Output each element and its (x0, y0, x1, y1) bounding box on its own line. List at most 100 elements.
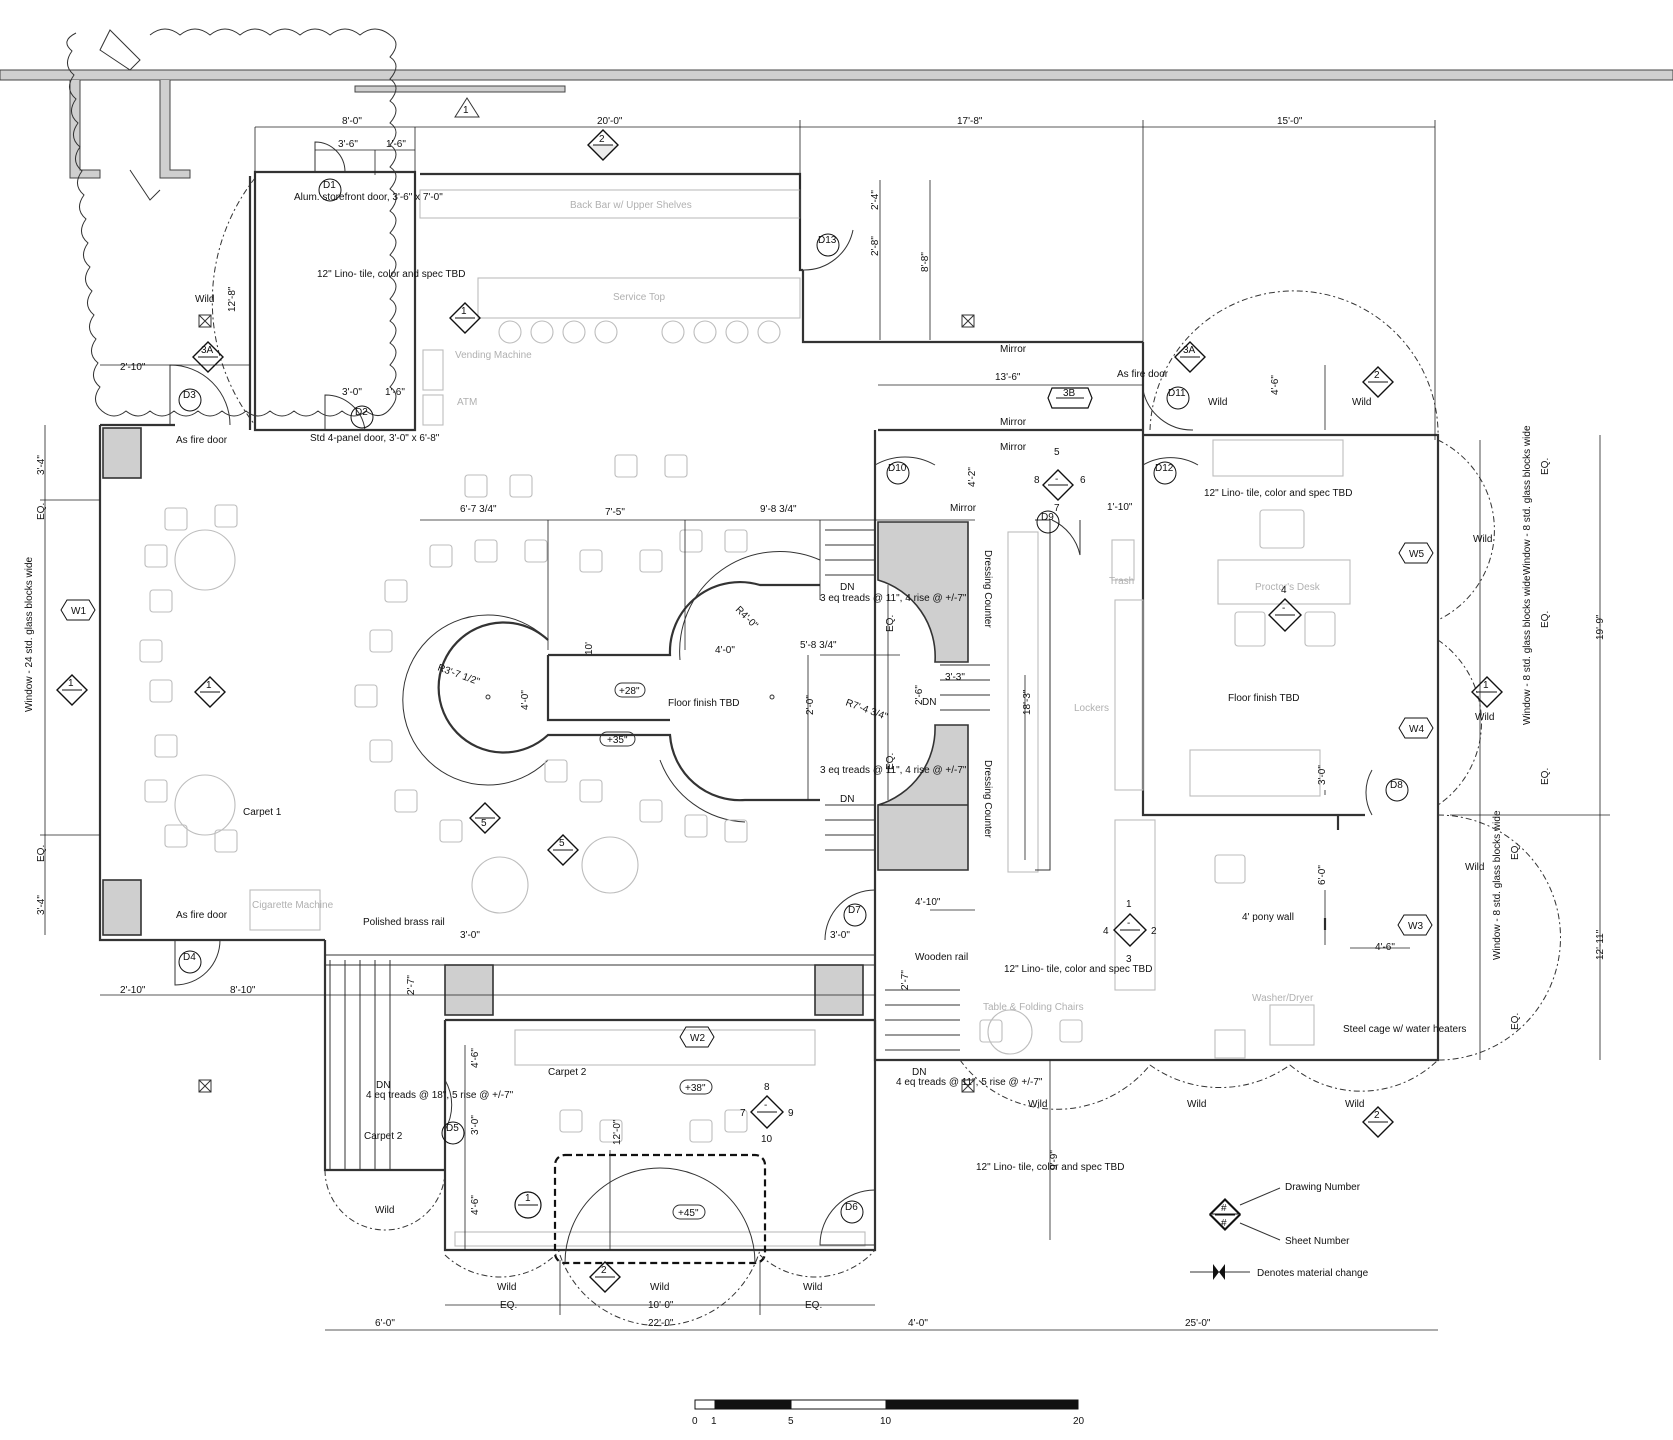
dim-2-6: 2'-6" (914, 685, 925, 705)
dim-13-6: 13'-6" (995, 372, 1021, 383)
svg-text:1: 1 (463, 105, 469, 116)
mk-n4-c: 4 (1103, 926, 1109, 937)
mk-n8-d: 8 (764, 1082, 770, 1093)
label-atm: ATM (457, 397, 477, 408)
dim-4-6b: 4'-6" (1375, 942, 1395, 953)
scale-20: 20 (1073, 1416, 1085, 1427)
dim-2-7a: 2'-7" (406, 975, 417, 995)
dim-eq-r5: EQ. (1510, 1013, 1521, 1030)
note-mirror-4: Mirror (950, 503, 977, 514)
note-wild-11: Wild (497, 1282, 516, 1293)
note-wild-2: Wild (1208, 397, 1227, 408)
mk-1-4-left: 1 (206, 680, 212, 691)
tag-w2: W2 (690, 1033, 705, 1044)
dim-4-6d: 4'-6" (470, 1195, 481, 1215)
existing-shell (0, 29, 1673, 201)
dim-4-0: 4'-0" (715, 645, 735, 656)
mk-n2-c: 2 (1151, 926, 1157, 937)
dim-3-4: 3'-4" (36, 455, 47, 475)
note-fire-door-1: As fire door (176, 435, 228, 446)
note-lino-3: 12" Lino- tile, color and spec TBD (1004, 964, 1152, 975)
mk-5-3: 5 (559, 838, 565, 849)
note-floor-1: Floor finish TBD (668, 698, 740, 709)
note-polished-rail: Polished brass rail (363, 917, 445, 928)
dim-3-6: 3'-6" (338, 139, 358, 150)
mk-1-5: 1 (525, 1193, 531, 1204)
tag-d10: D10 (888, 463, 907, 474)
mk-dash-office: - (1282, 603, 1285, 614)
dim-4-0c: 4'-0" (908, 1318, 928, 1329)
label-proctors-desk: Proctor's Desk (1255, 582, 1321, 593)
tag-d12: D12 (1155, 463, 1174, 474)
label-washer-dryer: Washer/Dryer (1252, 993, 1314, 1004)
elev-35: +35" (607, 735, 628, 746)
dim-eq-r3: EQ. (1540, 768, 1551, 785)
dim-eq-b1: EQ. (500, 1300, 517, 1311)
note-window-8c: Window - 8 std. glass blocks wide (1492, 810, 1503, 960)
dimension-lines (40, 120, 1610, 1331)
tag-w3: W3 (1408, 921, 1423, 932)
dim-1-6: 1'-6" (386, 139, 406, 150)
note-wild-8: Wild (1187, 1099, 1206, 1110)
section-markers (56, 129, 1503, 1293)
dim-2-10b: 2'-10" (120, 985, 146, 996)
mk-n1-c: 1 (1126, 899, 1132, 910)
elev-38: +38" (685, 1083, 706, 1094)
tag-d1: D1 (323, 180, 336, 191)
tag-d9: D9 (1041, 512, 1054, 523)
dim-15-0: 15'-0" (1277, 116, 1303, 127)
note-treads-1: 3 eq treads @ 11", 4 rise @ +/-7" (820, 593, 967, 604)
note-wild-1: Wild (195, 294, 214, 305)
dim-2-0: 2'-0" (805, 695, 816, 715)
dim-5-8: 5'-8 3/4" (800, 640, 837, 651)
mk-2-3-right: 2 (1374, 370, 1380, 381)
scale-bar (694, 1399, 1079, 1410)
note-floor-2: Floor finish TBD (1228, 693, 1300, 704)
seating-ghost (139, 439, 1351, 1247)
legend-symbol (1190, 1187, 1281, 1280)
dim-4-0b: 4'-0" (520, 690, 531, 710)
dim-r4: R4'-0" (733, 604, 760, 631)
dim-7-5: 7'-5" (605, 507, 625, 518)
elev-28: +28" (619, 686, 640, 697)
scale-0: 0 (692, 1416, 698, 1427)
note-window-24: Window - 24 std. glass blocks wide (24, 556, 35, 712)
mk-5-bar: 5 (481, 818, 487, 829)
note-window-8b: Window - 8 std. glass blocks wide (1522, 575, 1533, 725)
note-dn-4: DN (376, 1080, 390, 1091)
dim-eq-b2: EQ. (805, 1300, 822, 1311)
label-table-chairs: Table & Folding Chairs (983, 1002, 1084, 1013)
note-wild-9: Wild (1345, 1099, 1364, 1110)
note-mirror-3: Mirror (1000, 442, 1027, 453)
tag-d3: D3 (183, 390, 196, 401)
dim-r3: R3'-7 1/2" (436, 662, 481, 687)
note-mirror-1: Mirror (1000, 344, 1027, 355)
dim-10: 10' (584, 642, 595, 655)
mk-3a-left: 3A (201, 345, 214, 356)
dim-3-0e: 3'-0" (470, 1115, 481, 1135)
scale-10: 10 (880, 1416, 892, 1427)
dim-1-6b: 1'-6" (385, 387, 405, 398)
dim-25-0: 25'-0" (1185, 1318, 1211, 1329)
dim-10-0: 10'-0" (648, 1300, 674, 1311)
mk-2-3-top: 2 (599, 134, 605, 145)
note-lino-2: 12" Lino- tile, color and spec TBD (1204, 488, 1352, 499)
dim-4-10: 4'-10" (915, 897, 941, 908)
note-wild-4: Wild (1473, 534, 1492, 545)
revision-cloud (66, 28, 397, 417)
tag-w4: W4 (1409, 724, 1424, 735)
stage-platform (553, 1153, 767, 1265)
note-wild-6: Wild (1465, 862, 1484, 873)
dim-12-11: 12'-11" (1595, 929, 1606, 960)
mk-n8-a: 8 (1034, 475, 1040, 486)
mk-3a-right: 3A (1183, 345, 1196, 356)
mk-n6-a: 6 (1080, 475, 1086, 486)
revision-triangle (454, 97, 480, 118)
scale-5: 5 (788, 1416, 794, 1427)
mk-n10-d: 10 (761, 1134, 773, 1145)
note-wild-12: Wild (650, 1282, 669, 1293)
note-dn-5: DN (912, 1067, 926, 1078)
window-tag-hexes (60, 542, 1434, 1048)
legend-hash-2: # (1221, 1218, 1227, 1229)
note-wild-13: Wild (803, 1282, 822, 1293)
